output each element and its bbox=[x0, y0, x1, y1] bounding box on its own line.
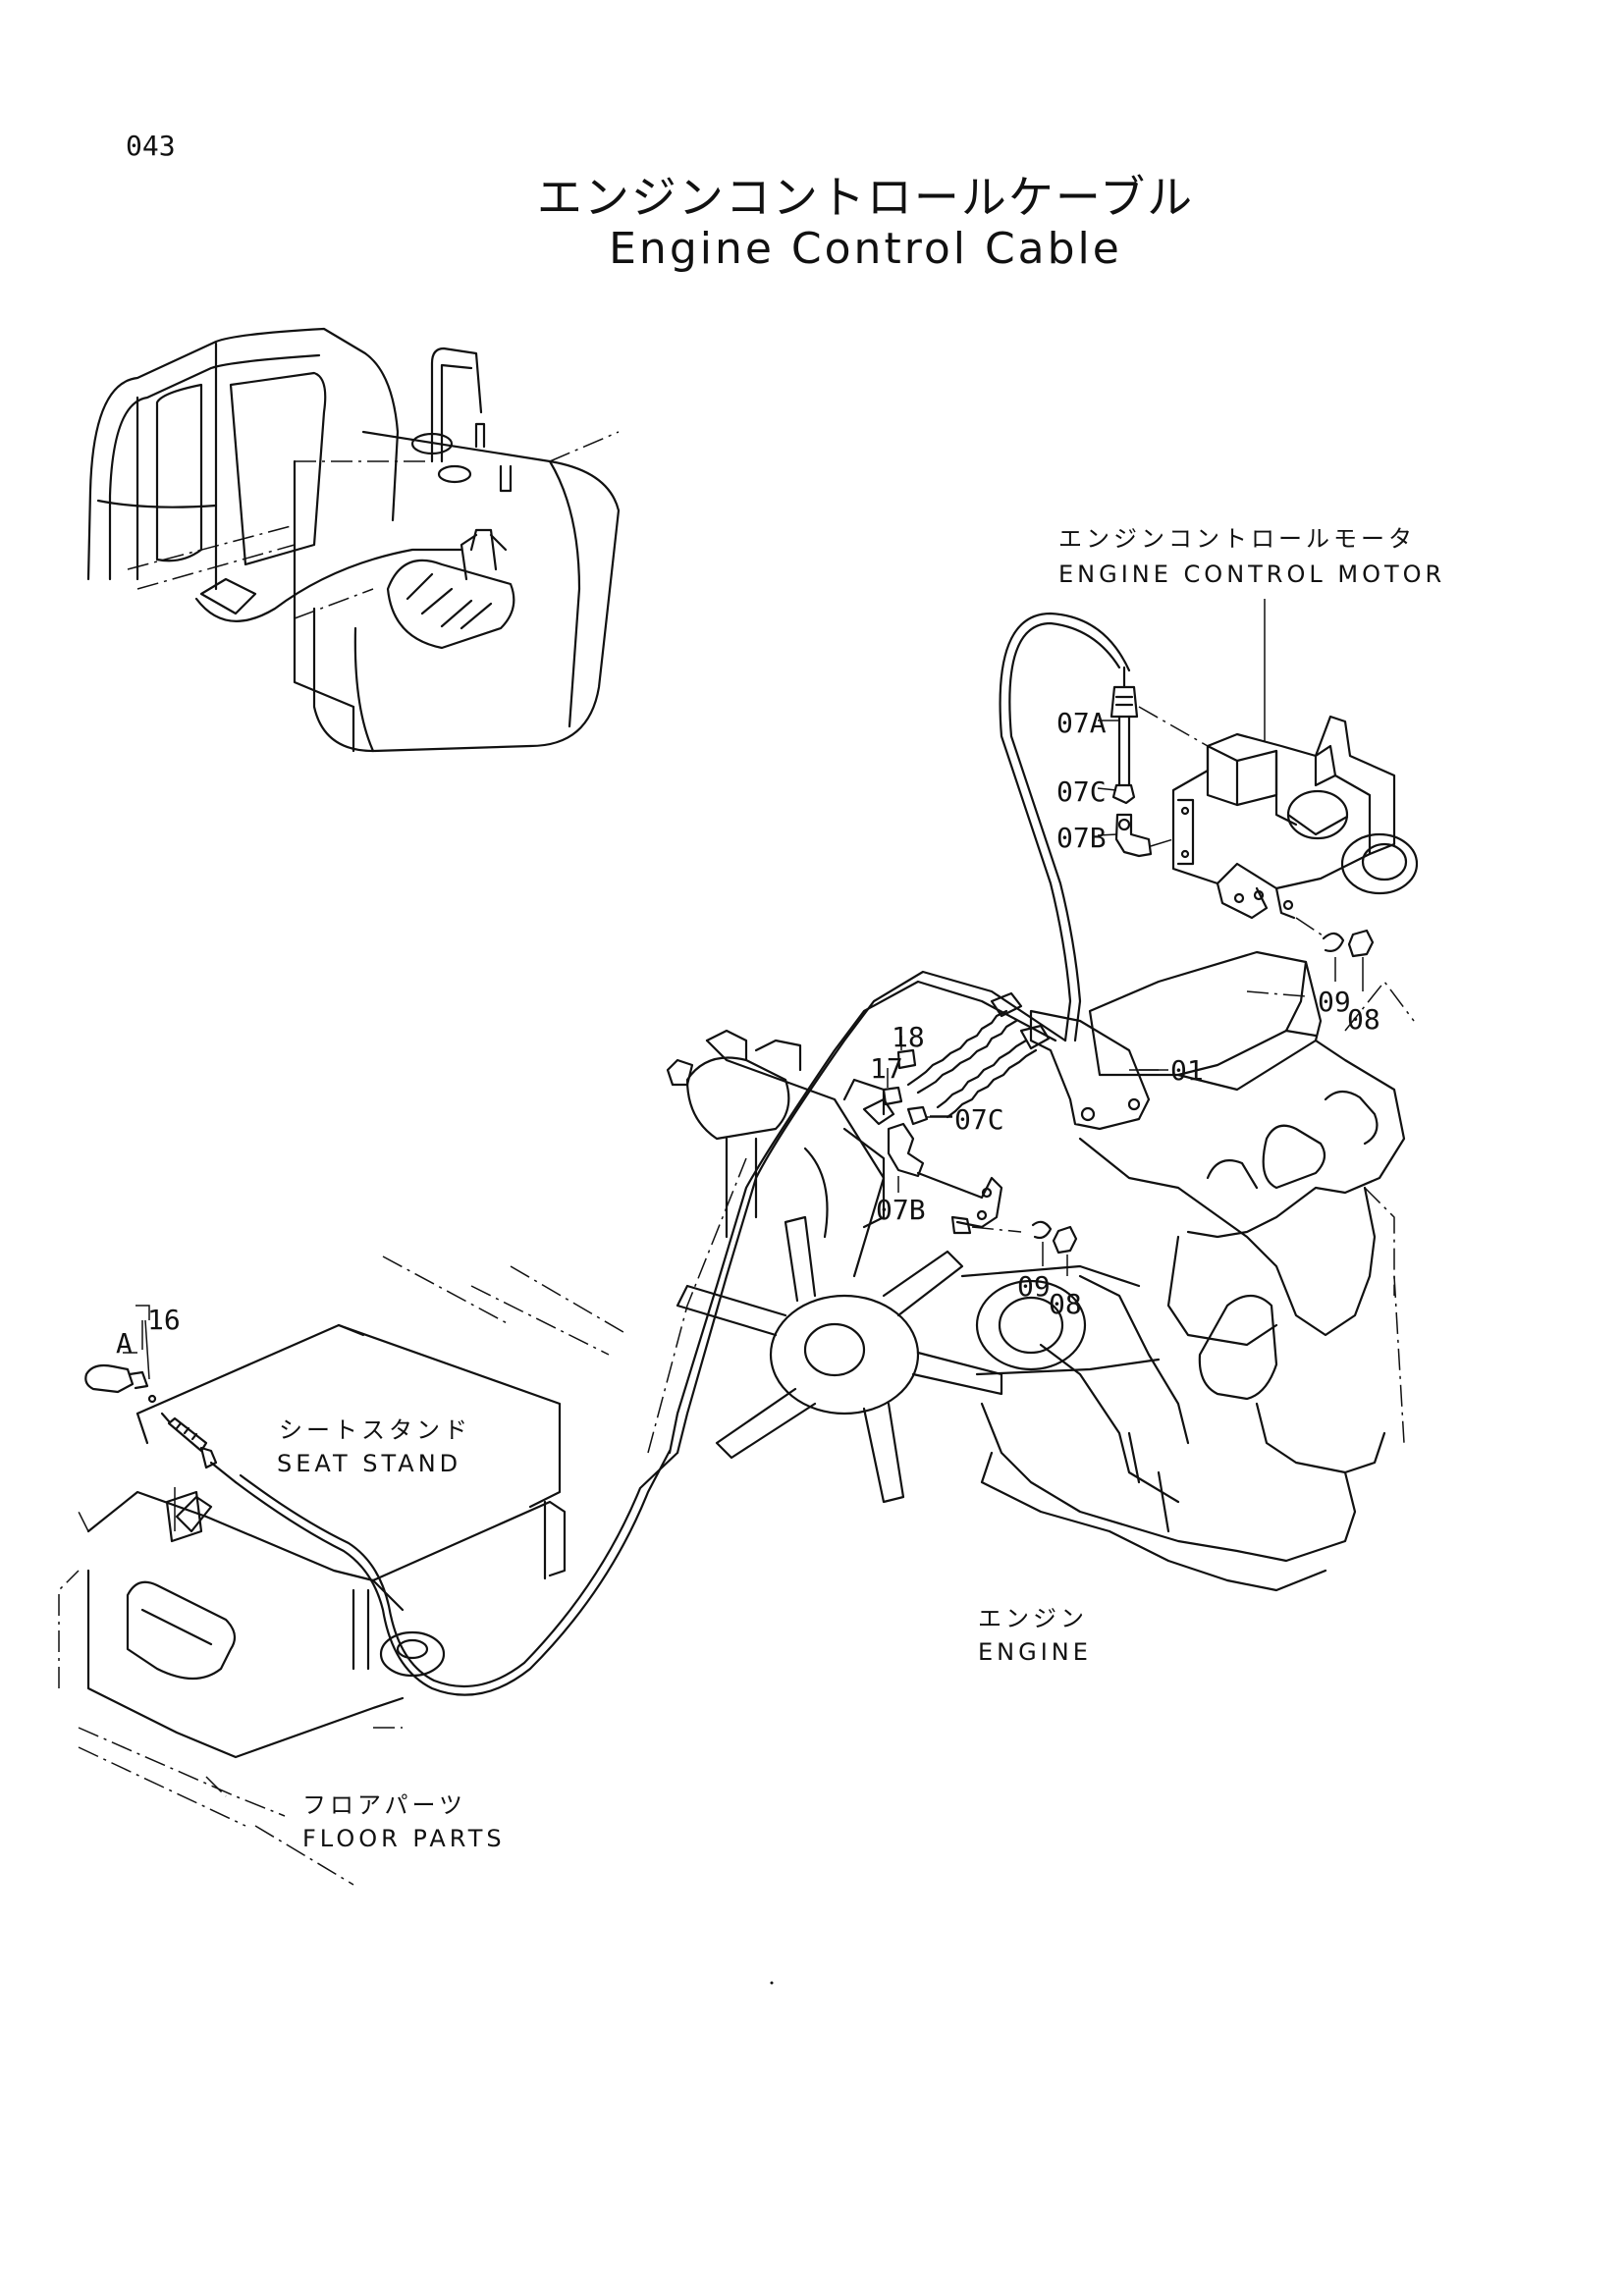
part-17-label: 17 bbox=[870, 1052, 903, 1085]
seat-stand-label-en: SEAT STAND bbox=[277, 1450, 462, 1477]
title-english: Engine Control Cable bbox=[609, 224, 1122, 274]
part-07c-label-top: 07C bbox=[1056, 775, 1107, 808]
part-07a-label: 07A bbox=[1056, 707, 1107, 739]
engine-control-motor bbox=[1171, 599, 1419, 920]
part-01-label: 01 bbox=[1170, 1054, 1204, 1087]
cable-07a bbox=[999, 612, 1209, 1042]
part-09-label-mid: 09 bbox=[1017, 1270, 1051, 1303]
part-07b-label-top: 07B bbox=[1056, 822, 1107, 854]
view-a-label: A bbox=[116, 1327, 133, 1360]
floor-parts-label-en: FLOOR PARTS bbox=[302, 1825, 506, 1852]
washer-nut-right bbox=[1295, 917, 1375, 991]
part-07b-label-mid: 07B bbox=[876, 1194, 926, 1226]
knob-and-lower-cable bbox=[84, 1305, 679, 1696]
part-08-label-mid: 08 bbox=[1049, 1288, 1082, 1320]
leader-lines bbox=[897, 720, 1159, 1193]
page-number: 043 bbox=[126, 130, 176, 162]
part-18-label: 18 bbox=[892, 1021, 925, 1053]
bracket-01 bbox=[842, 991, 1168, 1276]
seat-stand-floor bbox=[58, 1255, 629, 1886]
part-09-label-right: 09 bbox=[1318, 986, 1351, 1018]
title-japanese: エンジンコントロールケーブル bbox=[536, 171, 1195, 224]
motor-label-jp: エンジンコントロールモータ bbox=[1058, 525, 1416, 553]
part-08-label-right: 08 bbox=[1347, 1003, 1380, 1036]
part-07c-label-mid: 07C bbox=[954, 1103, 1004, 1136]
excavator-overview bbox=[86, 327, 621, 753]
engine-block bbox=[647, 950, 1415, 1592]
motor-label-en: ENGINE CONTROL MOTOR bbox=[1058, 561, 1446, 588]
engine-label-jp: エンジン bbox=[978, 1605, 1088, 1632]
engine-label-en: ENGINE bbox=[978, 1638, 1092, 1666]
stray-dot bbox=[770, 1981, 774, 1985]
seat-stand-label-jp: シートスタンド bbox=[279, 1416, 471, 1444]
part-16-label: 16 bbox=[147, 1304, 181, 1336]
floor-parts-label-jp: フロアパーツ bbox=[302, 1791, 467, 1819]
